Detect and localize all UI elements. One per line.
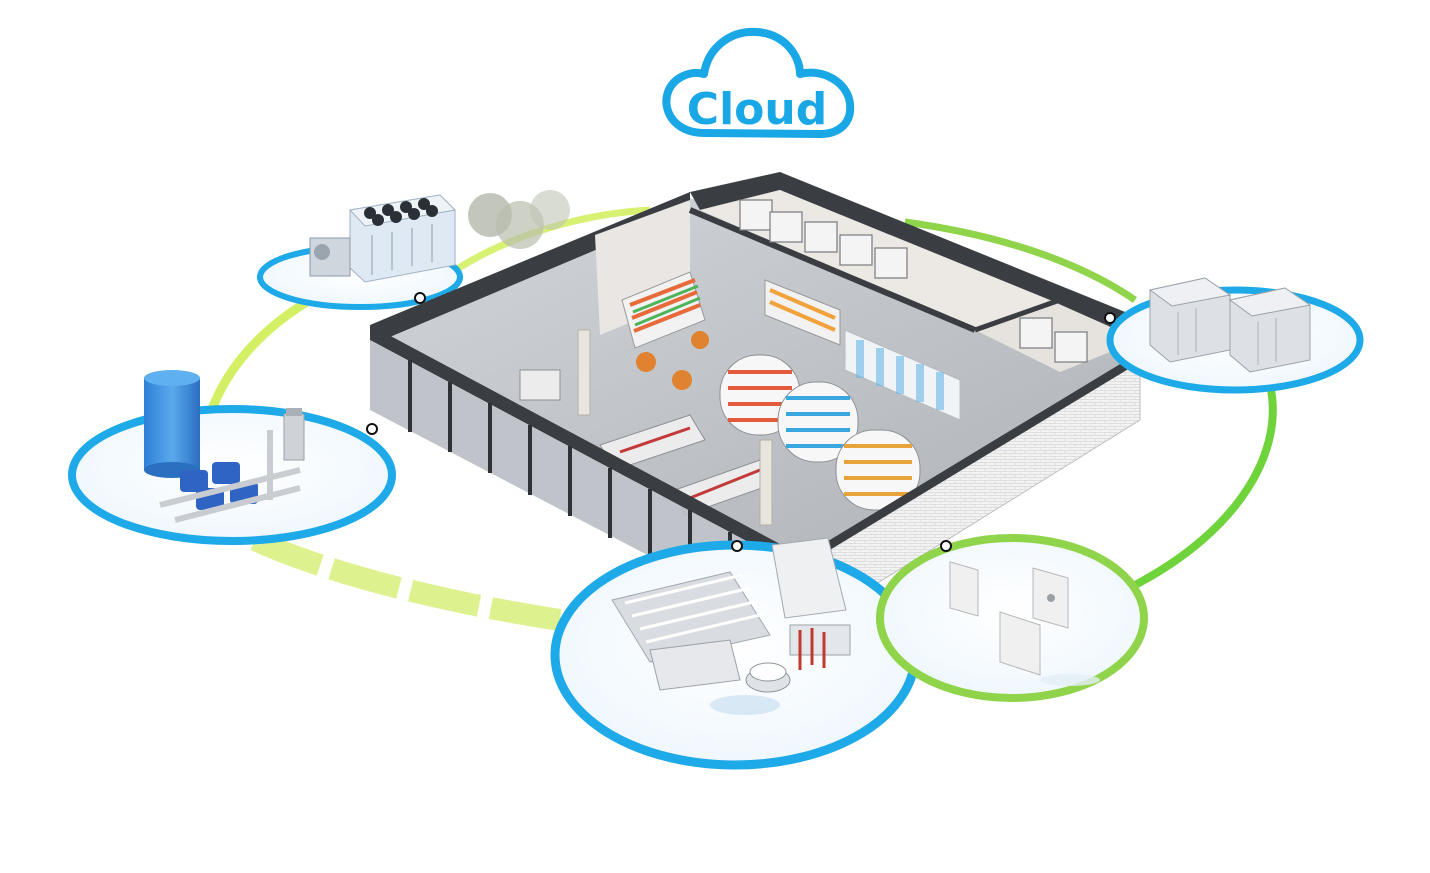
link-chiller-to-pump <box>205 296 313 417</box>
link-condenser-to-sensors <box>1133 384 1277 589</box>
node-wall-sensors[interactable] <box>876 534 1148 702</box>
link-pump-to-air-handler <box>250 530 562 631</box>
node-water-pump-station[interactable] <box>68 370 396 545</box>
condenser-icon <box>1148 277 1312 373</box>
sensor-panel-icon <box>949 561 1100 686</box>
cloud-label: Cloud <box>687 84 827 135</box>
cloud-icon: Cloud <box>662 27 855 138</box>
node-dot[interactable] <box>366 423 378 435</box>
node-air-handling-equipment[interactable] <box>550 537 920 770</box>
node-dot[interactable] <box>731 540 743 552</box>
link-store-top-to-condenser <box>904 218 1137 303</box>
node-refrigeration-condensers[interactable] <box>1104 277 1364 394</box>
gondola-shelves <box>719 354 921 511</box>
air-handler-icon <box>611 537 851 715</box>
node-chiller-unit[interactable] <box>257 190 570 310</box>
node-dot[interactable] <box>1104 312 1116 324</box>
pump-icon <box>144 370 305 523</box>
node-dot[interactable] <box>940 540 952 552</box>
node-dot[interactable] <box>414 292 426 304</box>
glass-facade <box>370 325 810 575</box>
chiller-icon <box>309 190 570 283</box>
